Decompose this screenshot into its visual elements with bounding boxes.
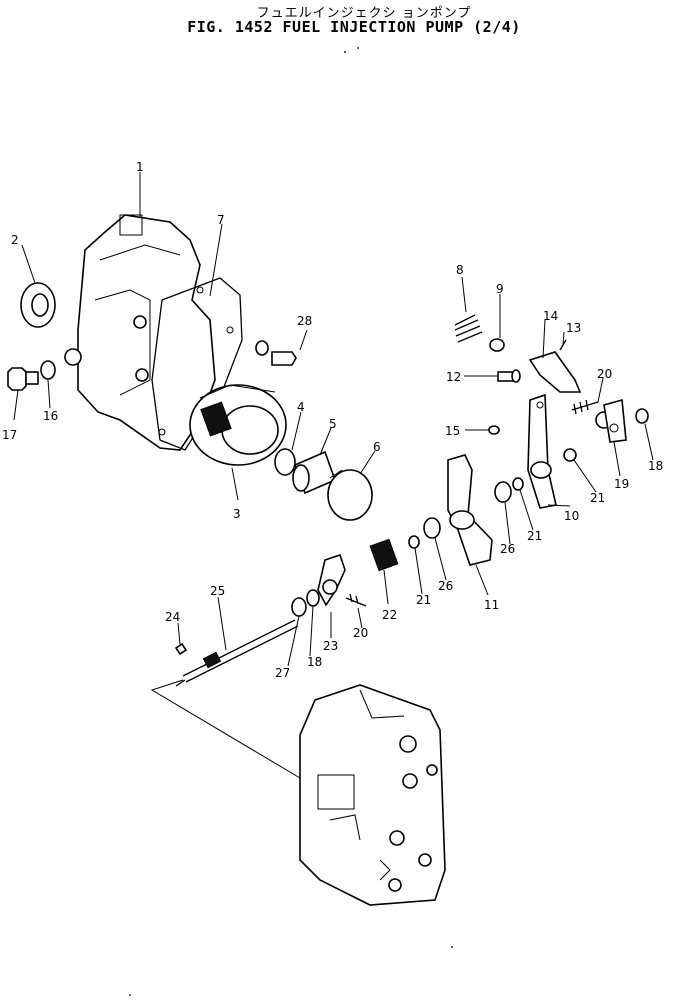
callout-18-right: 18 (648, 459, 663, 473)
callout-11: 11 (484, 598, 499, 612)
callout-19: 19 (614, 477, 629, 491)
pump-housing (64, 214, 216, 451)
end-washer (635, 408, 649, 424)
callout-24: 24 (165, 610, 180, 624)
plug-washer (40, 360, 56, 380)
callout-7: 7 (217, 213, 225, 227)
plug-bolt (7, 367, 39, 391)
callout-13: 13 (566, 321, 581, 335)
o-ring (274, 448, 296, 476)
callout-16: 16 (43, 409, 58, 423)
callout-10: 10 (564, 509, 579, 523)
control-plate (527, 393, 557, 509)
spring-seat (489, 338, 505, 352)
lever-bracket (528, 339, 582, 393)
clip-ring (408, 535, 420, 549)
small-nut (488, 425, 500, 435)
snap-ring (512, 477, 524, 491)
spring (454, 314, 483, 343)
callout-23: 23 (323, 639, 338, 653)
callout-21-right: 21 (590, 491, 605, 505)
shim-washer (494, 481, 512, 503)
callout-22: 22 (382, 608, 397, 622)
callout-27: 27 (275, 666, 290, 680)
small-lever (317, 553, 367, 607)
callout-9: 9 (496, 282, 504, 296)
callout-12: 12 (446, 370, 461, 384)
callout-26-left: 26 (438, 579, 453, 593)
callout-20-upper: 20 (597, 367, 612, 381)
large-washer (20, 282, 56, 328)
callout-26-right: 26 (500, 542, 515, 556)
governor-lever (447, 454, 493, 566)
cam-assembly (189, 384, 287, 466)
housing-bolt (255, 340, 297, 366)
pin-bolt (497, 369, 521, 383)
callout-18-lower: 18 (307, 655, 322, 669)
callout-4: 4 (297, 400, 305, 414)
thrust-washer (306, 589, 320, 607)
callout-17: 17 (2, 428, 17, 442)
callout-15: 15 (445, 424, 460, 438)
retaining-ring (563, 448, 577, 462)
callout-3: 3 (233, 507, 241, 521)
flat-washer (291, 597, 307, 617)
sleeve (292, 450, 337, 495)
link-plate (603, 398, 627, 443)
spacer-washer (423, 517, 441, 539)
callout-2: 2 (11, 233, 19, 247)
callout-25: 25 (210, 584, 225, 598)
callout-5: 5 (329, 417, 337, 431)
pump-body (299, 684, 446, 906)
woodruff-key (174, 642, 188, 656)
cover-cap (327, 469, 373, 521)
figure-title: FIG. 1452 FUEL INJECTION PUMP (2/4) (187, 18, 521, 36)
callout-14: 14 (543, 309, 558, 323)
callout-28: 28 (297, 314, 312, 328)
leader-lines (13, 172, 654, 779)
callout-20-lower: 20 (353, 626, 368, 640)
callout-21-mid: 21 (527, 529, 542, 543)
governor-shaft (175, 619, 299, 687)
callout-21-left: 21 (416, 593, 431, 607)
callout-1: 1 (136, 160, 144, 174)
scan-specks (129, 47, 453, 996)
coil-spring (369, 538, 399, 572)
callout-6: 6 (373, 440, 381, 454)
figure-title-japanese: フュエルインジェクシ ョンポンプ (256, 6, 472, 21)
callout-8: 8 (456, 263, 464, 277)
